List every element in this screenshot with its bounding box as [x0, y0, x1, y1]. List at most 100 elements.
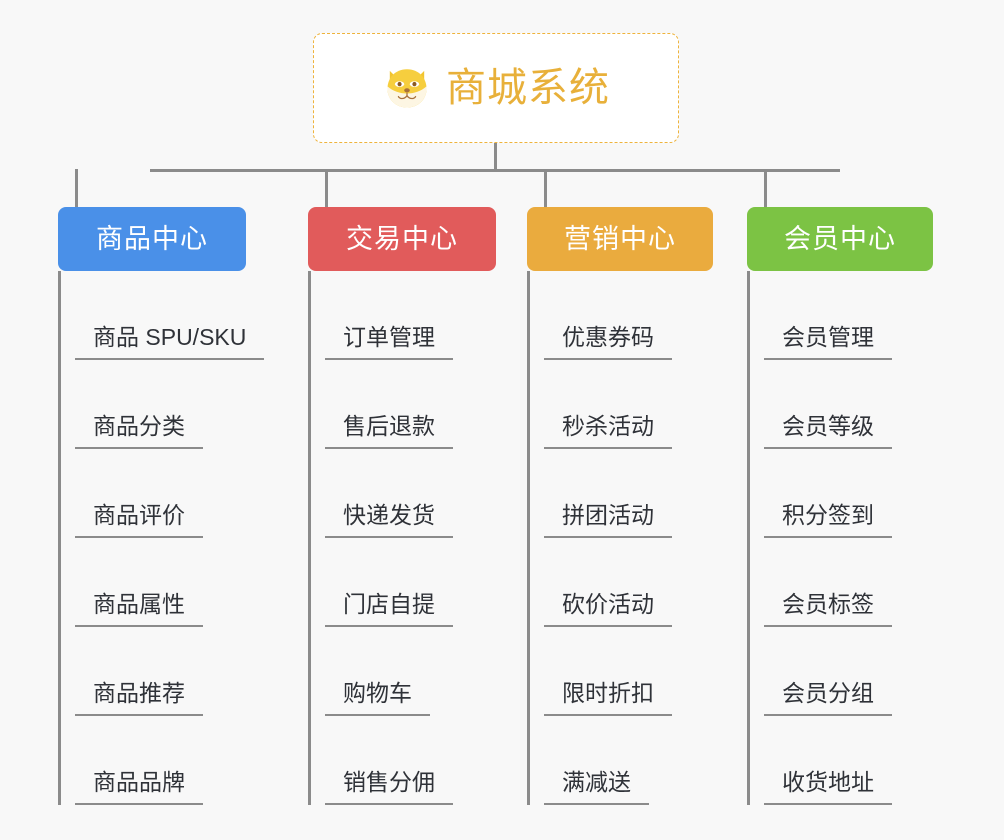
leaf-underline: 拼团活动 [544, 501, 672, 538]
branch-3: 营销中心优惠券码秒杀活动拼团活动砍价活动限时折扣满减送 [527, 207, 713, 805]
leaf-label: 优惠券码 [562, 324, 654, 351]
shiba-dog-face-icon [387, 69, 427, 108]
leaf-label: 会员分组 [782, 680, 874, 707]
leaf-label: 销售分佣 [343, 769, 435, 796]
leaf-label: 满减送 [562, 769, 631, 796]
connector-spine-4 [747, 271, 750, 805]
leaf-underline: 会员标签 [764, 590, 892, 627]
category-label: 商品中心 [96, 223, 208, 254]
connector-drop-1 [75, 169, 78, 207]
leaf-item[interactable]: 收货地址 [764, 716, 933, 805]
leaf-label: 商品属性 [93, 591, 185, 618]
leaf-item[interactable]: 商品推荐 [75, 627, 246, 716]
leaf-item[interactable]: 会员等级 [764, 360, 933, 449]
connector-spine-1 [58, 271, 61, 805]
leaf-item[interactable]: 拼团活动 [544, 449, 713, 538]
leaf-underline: 会员等级 [764, 412, 892, 449]
leaf-label: 商品分类 [93, 413, 185, 440]
leaf-underline: 满减送 [544, 768, 649, 805]
leaf-item[interactable]: 商品属性 [75, 538, 246, 627]
leaf-label: 商品评价 [93, 502, 185, 529]
leaf-label: 商品 SPU/SKU [93, 324, 247, 351]
leaf-list: 会员管理会员等级积分签到会员标签会员分组收货地址 [747, 271, 933, 805]
leaf-label: 秒杀活动 [562, 413, 654, 440]
leaf-underline: 销售分佣 [325, 768, 453, 805]
leaf-list: 订单管理售后退款快递发货门店自提购物车销售分佣 [308, 271, 496, 805]
leaf-item[interactable]: 会员管理 [764, 271, 933, 360]
leaf-item[interactable]: 快递发货 [325, 449, 496, 538]
branch-2: 交易中心订单管理售后退款快递发货门店自提购物车销售分佣 [308, 207, 496, 805]
category-box-1[interactable]: 商品中心 [58, 207, 246, 271]
leaf-label: 商品品牌 [93, 769, 185, 796]
category-label: 会员中心 [784, 223, 896, 254]
leaf-item[interactable]: 门店自提 [325, 538, 496, 627]
leaf-label: 限时折扣 [562, 680, 654, 707]
leaf-item[interactable]: 商品 SPU/SKU [75, 271, 265, 360]
leaf-label: 购物车 [343, 680, 412, 707]
leaf-label: 快递发货 [343, 502, 435, 529]
root-title: 商城系统 [446, 66, 610, 110]
leaf-underline: 商品推荐 [75, 679, 203, 716]
leaf-underline: 商品品牌 [75, 768, 203, 805]
leaf-item[interactable]: 商品品牌 [75, 716, 246, 805]
leaf-label: 门店自提 [343, 591, 435, 618]
leaf-item[interactable]: 商品评价 [75, 449, 246, 538]
leaf-item[interactable]: 购物车 [325, 627, 496, 716]
leaf-item[interactable]: 售后退款 [325, 360, 496, 449]
leaf-label: 收货地址 [782, 769, 874, 796]
connector-drop-2 [325, 169, 328, 207]
category-box-3[interactable]: 营销中心 [527, 207, 713, 271]
leaf-underline: 优惠券码 [544, 323, 672, 360]
leaf-list: 优惠券码秒杀活动拼团活动砍价活动限时折扣满减送 [527, 271, 713, 805]
connector-drop-3 [544, 169, 547, 207]
category-label: 交易中心 [346, 223, 458, 254]
leaf-label: 售后退款 [343, 413, 435, 440]
leaf-underline: 门店自提 [325, 590, 453, 627]
leaf-list: 商品 SPU/SKU 商品分类商品评价商品属性商品推荐商品品牌 [58, 271, 265, 805]
root-node[interactable]: 商城系统 [313, 33, 679, 143]
leaf-underline: 订单管理 [325, 323, 453, 360]
leaf-underline: 快递发货 [325, 501, 453, 538]
connector-spine-2 [308, 271, 311, 805]
branch-4: 会员中心会员管理会员等级积分签到会员标签会员分组收货地址 [747, 207, 933, 805]
leaf-underline: 砍价活动 [544, 590, 672, 627]
leaf-label: 会员标签 [782, 591, 874, 618]
leaf-underline: 商品属性 [75, 590, 203, 627]
leaf-label: 砍价活动 [562, 591, 654, 618]
leaf-underline: 商品评价 [75, 501, 203, 538]
leaf-item[interactable]: 秒杀活动 [544, 360, 713, 449]
leaf-underline: 商品分类 [75, 412, 203, 449]
leaf-label: 订单管理 [343, 324, 435, 351]
leaf-item[interactable]: 销售分佣 [325, 716, 496, 805]
leaf-underline: 售后退款 [325, 412, 453, 449]
connector-root-stem [494, 143, 497, 171]
leaf-item[interactable]: 满减送 [544, 716, 713, 805]
branch-1: 商品中心商品 SPU/SKU 商品分类商品评价商品属性商品推荐商品品牌 [58, 207, 265, 805]
leaf-item[interactable]: 限时折扣 [544, 627, 713, 716]
category-box-4[interactable]: 会员中心 [747, 207, 933, 271]
leaf-item[interactable]: 会员标签 [764, 538, 933, 627]
leaf-underline: 商品 SPU/SKU [75, 323, 265, 360]
leaf-underline: 限时折扣 [544, 679, 672, 716]
leaf-item[interactable]: 订单管理 [325, 271, 496, 360]
leaf-item[interactable]: 优惠券码 [544, 271, 713, 360]
leaf-underline: 会员管理 [764, 323, 892, 360]
category-label: 营销中心 [564, 223, 676, 254]
leaf-label: 会员等级 [782, 413, 874, 440]
leaf-item[interactable]: 积分签到 [764, 449, 933, 538]
leaf-underline: 收货地址 [764, 768, 892, 805]
connector-horizontal-bus [150, 169, 840, 172]
leaf-label: 会员管理 [782, 324, 874, 351]
leaf-item[interactable]: 会员分组 [764, 627, 933, 716]
leaf-label: 积分签到 [782, 502, 874, 529]
leaf-underline: 会员分组 [764, 679, 892, 716]
leaf-label: 拼团活动 [562, 502, 654, 529]
connector-drop-4 [764, 169, 767, 207]
connector-spine-3 [527, 271, 530, 805]
leaf-underline: 秒杀活动 [544, 412, 672, 449]
category-box-2[interactable]: 交易中心 [308, 207, 496, 271]
leaf-underline: 积分签到 [764, 501, 892, 538]
leaf-item[interactable]: 商品分类 [75, 360, 246, 449]
leaf-item[interactable]: 砍价活动 [544, 538, 713, 627]
